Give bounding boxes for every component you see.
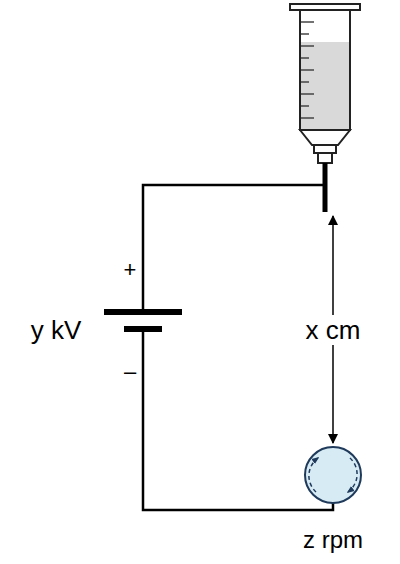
- needle: [323, 163, 328, 212]
- voltage-label: y kV: [31, 317, 82, 343]
- wire: [143, 330, 333, 510]
- rotating-collector: [305, 447, 361, 503]
- battery-symbol: [104, 309, 182, 332]
- polarity-plus: +: [124, 259, 137, 281]
- wire: [143, 185, 325, 312]
- distance-label: x cm: [303, 315, 364, 345]
- rotation-speed-label: z rpm: [303, 528, 363, 552]
- syringe: [290, 4, 360, 212]
- polarity-minus: –: [124, 361, 136, 383]
